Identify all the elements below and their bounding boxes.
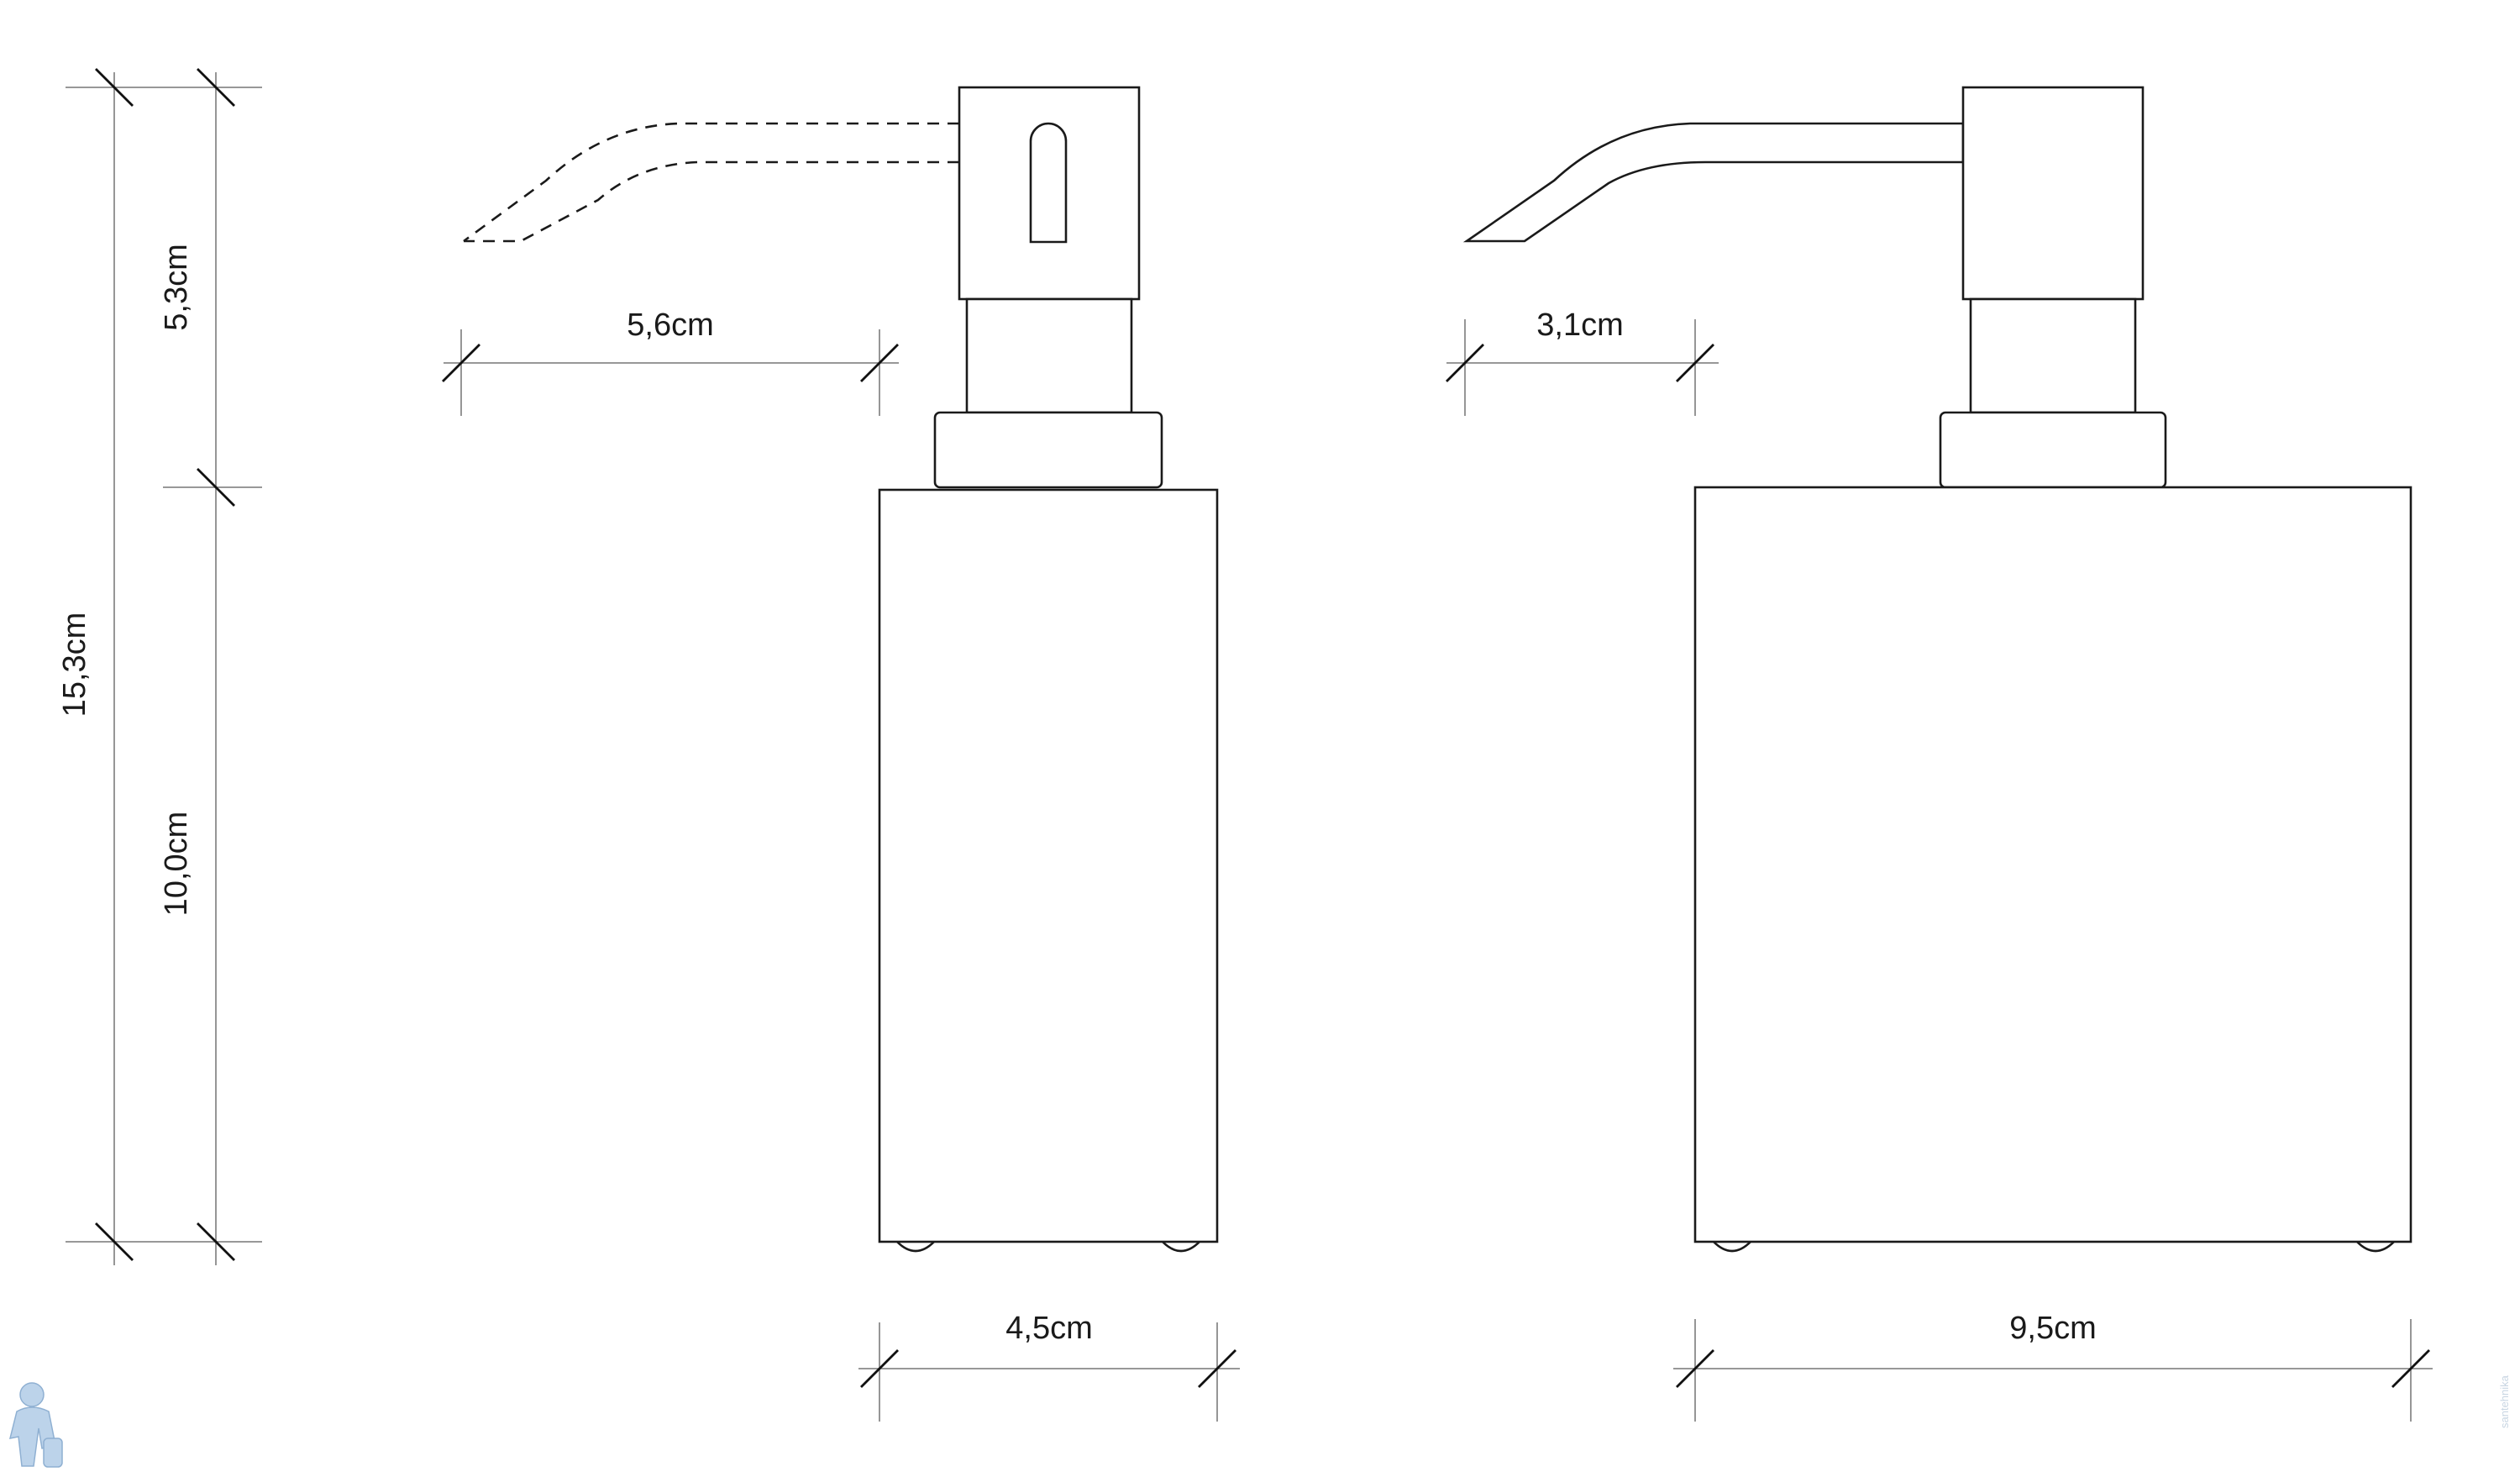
watermark: santehnika xyxy=(2498,1375,2511,1428)
plumber-figure-icon xyxy=(8,1382,63,1468)
dimension-tick xyxy=(197,68,235,107)
wide-dispenser: 3,1cm 9,5cm xyxy=(1446,86,2433,1422)
nozzle-slot xyxy=(1029,122,1068,244)
wide-spout-reach-label: 3,1cm xyxy=(1536,307,1623,343)
pump-neck xyxy=(1969,297,2137,414)
wide-width-dimension: 9,5cm xyxy=(1673,1311,2433,1422)
bottle-body xyxy=(878,488,1219,1243)
bottle-body xyxy=(1693,486,2412,1243)
wide-spout-reach-dimension: 3,1cm xyxy=(1446,307,1719,416)
bottle-foot xyxy=(2356,1241,2395,1253)
bottom-height-label: 10,0cm xyxy=(159,812,194,917)
dimension-tick xyxy=(1676,344,1714,382)
dimension-tick xyxy=(197,1222,235,1261)
pump-collar xyxy=(1939,411,2167,489)
pump-head xyxy=(958,86,1141,301)
dimension-tick xyxy=(95,1222,134,1261)
total-height-label: 15,3cm xyxy=(57,612,92,717)
bottle-foot xyxy=(1162,1241,1200,1253)
narrow-width-label: 4,5cm xyxy=(1005,1311,1092,1346)
bottle-foot xyxy=(1713,1241,1751,1253)
dashed-spout-outline xyxy=(464,160,959,243)
dimension-tick xyxy=(2391,1349,2430,1388)
narrow-spout-reach-dimension: 5,6cm xyxy=(442,307,899,416)
dimension-tick xyxy=(1676,1349,1714,1388)
dimension-tick xyxy=(1446,344,1484,382)
dashed-spout-outline xyxy=(463,122,959,243)
dimension-tick xyxy=(197,468,235,507)
narrow-spout-reach-label: 5,6cm xyxy=(627,307,713,343)
dimension-tick xyxy=(442,344,480,382)
dimension-tick xyxy=(1198,1349,1236,1388)
pump-neck xyxy=(965,297,1133,414)
dimension-tick xyxy=(860,344,899,382)
vertical-dimensions: 15,3cm 5,3cm 10,0cm xyxy=(57,68,262,1265)
spout xyxy=(1462,122,1965,243)
wide-width-label: 9,5cm xyxy=(2009,1311,2096,1346)
pump-head xyxy=(1961,86,2145,301)
narrow-width-dimension: 4,5cm xyxy=(858,1311,1240,1422)
dimension-tick xyxy=(860,1349,899,1388)
bottle-foot xyxy=(896,1241,935,1253)
top-height-label: 5,3cm xyxy=(159,244,194,330)
dimension-tick xyxy=(95,68,134,107)
svg-text:santehnika: santehnika xyxy=(2498,1375,2511,1428)
pump-collar xyxy=(933,411,1163,489)
narrow-dispenser: 5,6cm 4,5cm xyxy=(442,86,1240,1422)
